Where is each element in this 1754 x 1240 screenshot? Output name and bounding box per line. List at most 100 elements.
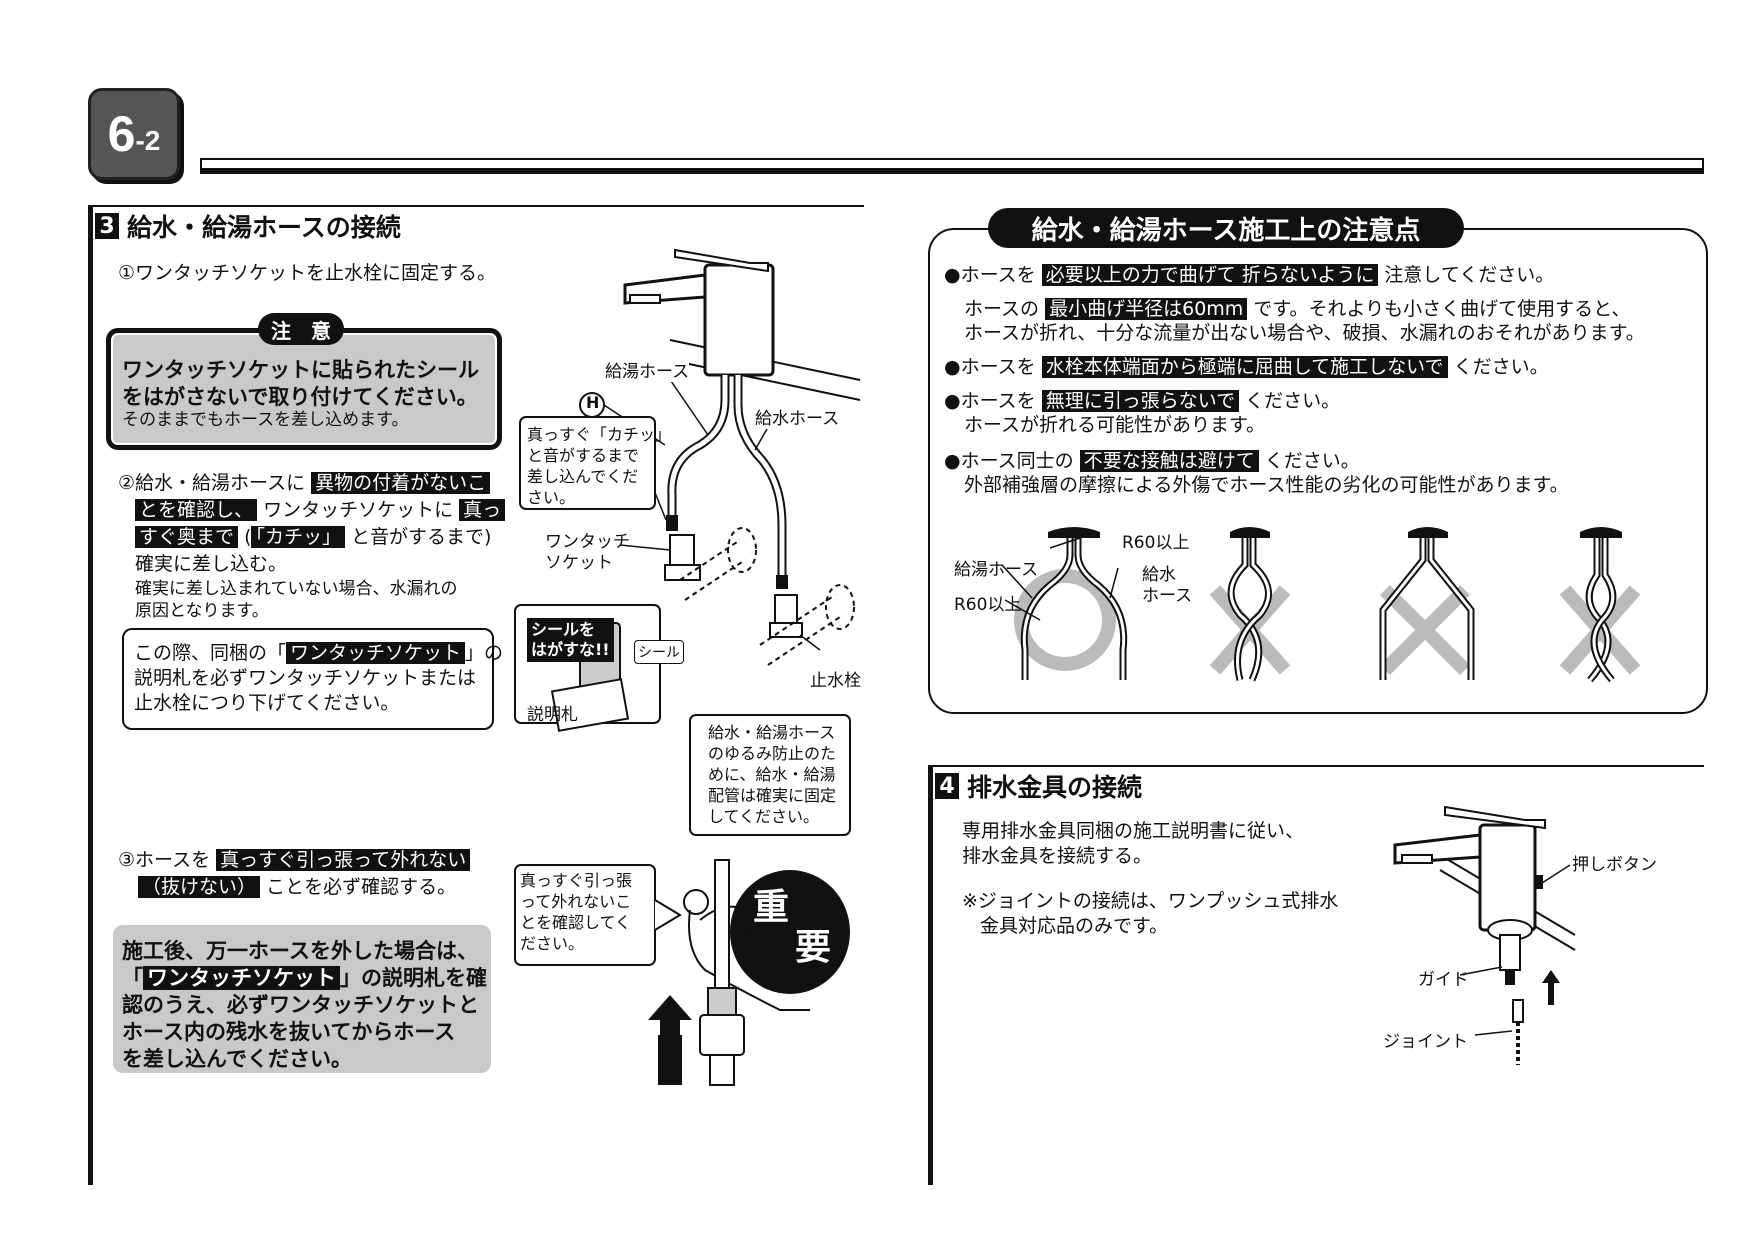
fig-push-line3: 差し込んでくだ (527, 467, 639, 486)
notes-title: 給水・給湯ホース施工上の注意点 (988, 208, 1464, 248)
fig-h-label: H (586, 393, 600, 412)
note4: ●ホースを 無理に引っ張らないで ください。 (944, 388, 1340, 414)
fig-cold-hose-label: 給水ホース (755, 404, 840, 429)
note2-highlight: 最小曲げ半径は60mm (1045, 298, 1248, 320)
step2-line2: とを確認し、 ワンタッチソケットに 真っ (135, 497, 506, 523)
note4-text-b: ください。 (1245, 390, 1341, 412)
fig-fix-line3: めに、給水・給湯 (708, 765, 836, 784)
fig-cold-line2: ホース (1142, 586, 1193, 606)
note2-text-a: ホースの (964, 298, 1040, 320)
fig-pull-line4: ださい。 (520, 934, 585, 953)
step2-highlight-4: すぐ奥まで (135, 526, 239, 548)
after-line4: ホース内の残水を抜いてからホース (122, 1020, 456, 1044)
fig-fix-line5: してください。 (708, 807, 820, 826)
note3-text-a: ●ホースを (944, 356, 1036, 378)
fig-push-note: 真っすぐ「カチッ」 と音がするまで 差し込んでくだ さい。 (527, 424, 671, 508)
note1-text-b: 注意してください。 (1384, 264, 1555, 286)
section3-left-rule (88, 205, 93, 1185)
note3-text-b: ください。 (1453, 356, 1549, 378)
fig-pull-line1: 真っすぐ引っ張 (520, 871, 633, 890)
fig-fix-line2: のゆるみ防止のた (708, 744, 837, 763)
hose-diagram-wrong-3 (1559, 527, 1641, 683)
note1-text-a: ●ホースを (944, 264, 1036, 286)
step2-line4: 確実に差し込む。 (135, 553, 288, 575)
fig-joint-label: ジョイント (1383, 1032, 1468, 1052)
section4-heading: 4 排水金具の接続 (935, 768, 1142, 804)
section4-left-rule (928, 765, 933, 1185)
fig-hot-hose-diagram-label: 給湯ホース (954, 560, 1039, 580)
after-line2: 「ワンタッチソケット」の説明札を確 (122, 962, 487, 992)
tag-box-line3: 止水栓につり下げてください。 (134, 692, 400, 714)
note2-line2: ホースが折れ、十分な流量が出ない場合や、破損、水漏れのおそれがあります。 (964, 322, 1645, 344)
fig-seal-warning: シールを はがすな!! (527, 618, 614, 662)
section4-title: 排水金具の接続 (967, 773, 1143, 802)
fig-important-char1: 重 (753, 887, 790, 928)
fig-fix-line4: 配管は確実に固定 (708, 786, 837, 805)
note4-highlight: 無理に引っ張らないで (1041, 390, 1240, 412)
step2-note2: 原因となります。 (135, 601, 269, 621)
fig-fix-line1: 給水・給湯ホース (708, 723, 836, 742)
after-line2-text-b: 」の説明札を確 (340, 966, 487, 990)
fig-pull-line2: って外れないこ (520, 892, 632, 911)
note5-text-a: ●ホース同士の (944, 450, 1074, 472)
fig-fix-note: 給水・給湯ホース のゆるみ防止のた めに、給水・給湯 配管は確実に固定 してくだ… (708, 722, 836, 827)
fig-socket-line1: ワンタッチ (545, 532, 630, 552)
note1-highlight: 必要以上の力で曲げて 折らないように (1041, 264, 1379, 286)
after-line2-text-a: 「 (122, 966, 143, 990)
section3-heading: 3 給水・給湯ホースの接続 (95, 208, 401, 244)
note5-highlight: 不要な接触は避けて (1079, 450, 1259, 472)
tag-box-text-b: 」の (465, 642, 504, 664)
fig-socket-line2: ソケット (545, 553, 613, 573)
step2-highlight-2: とを確認し、 (135, 499, 258, 521)
fig-stopcock-label: 止水栓 (810, 666, 861, 691)
page-badge-sub: -2 (135, 125, 161, 156)
fig-push-line1: 真っすぐ「カチッ」 (527, 425, 672, 444)
fig-r60-label-a: R60以上 (1122, 533, 1190, 553)
step3-text-b: ことを必ず確認する。 (266, 876, 457, 898)
step3-text-a: ③ホースを (118, 849, 211, 871)
step3-highlight-1: 真っすぐ引っ張って外れない (216, 849, 471, 871)
tag-box-highlight: ワンタッチソケット (286, 642, 466, 664)
note5: ●ホース同士の 不要な接触は避けて ください。 (944, 448, 1360, 474)
step2-highlight-1: 異物の付着がないこ (311, 472, 491, 494)
note5-line2: 外部補強層の摩擦による外傷でホース性能の劣化の可能性があります。 (964, 474, 1569, 496)
section4-note1: ※ジョイントの接続は、ワンプッシュ式排水 (962, 890, 1339, 912)
section3-divider-top (88, 205, 864, 207)
fig-pull-line3: とを確認してく (520, 913, 632, 932)
fig-cold-line1: 給水 (1142, 565, 1176, 585)
note2-text-b: です。それよりも小さく曲げて使用すると、 (1253, 298, 1631, 320)
note4-line2: ホースが折れる可能性があります。 (964, 414, 1266, 436)
step3-highlight-2: （抜けない） (138, 876, 261, 898)
page-badge: 6 -2 (88, 88, 180, 180)
fig-push-line4: さい。 (527, 488, 576, 507)
step3-line1: ③ホースを 真っすぐ引っ張って外れない (118, 847, 471, 873)
section4-line2: 排水金具を接続する。 (962, 845, 1153, 867)
fig-r60-label-b: R60以上 (954, 595, 1022, 615)
section3-number: 3 (95, 213, 119, 239)
fig-guide-label: ガイド (1418, 970, 1469, 990)
after-line5: を差し込んでください。 (122, 1047, 352, 1071)
step2-highlight-5: 「カチッ」 (251, 526, 345, 548)
section4-divider-top (928, 765, 1704, 767)
after-line1: 施工後、万一ホースを外した場合は、 (122, 939, 478, 963)
step2-text-b: ワンタッチソケットに (263, 499, 454, 521)
fig-seal-label: シール (634, 640, 684, 664)
hose-diagram-wrong-1 (1209, 527, 1291, 682)
fig-cold-hose-diagram-label: 給水 ホース (1142, 565, 1192, 607)
tag-box-text-a: この際、同梱の「 (134, 642, 287, 664)
pull-test-illustration (514, 859, 850, 1086)
after-line3: 認のうえ、必ずワンタッチソケットと (122, 993, 479, 1017)
step2-text-d: と音がするまで) (351, 526, 492, 548)
note1: ●ホースを 必要以上の力で曲げて 折らないように 注意してください。 (944, 262, 1554, 288)
fig-hot-hose-label: 給湯ホース (605, 357, 690, 382)
fig-socket-label: ワンタッチ ソケット (545, 532, 630, 574)
caution-line2: をはがさないで取り付けてください。 (122, 385, 478, 409)
after-construction-box (113, 925, 491, 1073)
fig-push-line2: と音がするまで (527, 446, 640, 465)
fig-push-button-label: 押しボタン (1572, 855, 1657, 875)
header-rule (200, 158, 1704, 174)
step2-line3: すぐ奥まで (「カチッ」 と音がするまで) (135, 524, 491, 550)
tag-box-line2: 説明札を必ずワンタッチソケットまたは (134, 667, 477, 689)
fig-pull-note: 真っすぐ引っ張 って外れないこ とを確認してく ださい。 (520, 870, 632, 954)
note5-text-b: ください。 (1264, 450, 1360, 472)
